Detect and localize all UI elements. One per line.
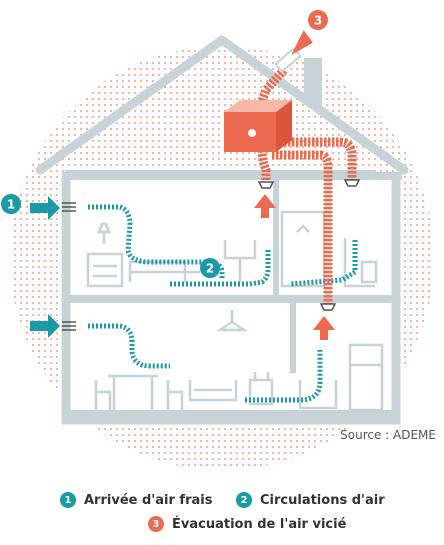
house-roof — [35, 35, 409, 175]
extraction-duct-lower — [272, 150, 333, 305]
legend-item-exhaust: 3 Évacuation de l'air vicié — [148, 516, 346, 532]
lower-floor-furniture — [94, 310, 384, 412]
legend-badge-2: 2 — [236, 492, 252, 508]
extraction-duct-right — [272, 137, 357, 180]
extraction-vents — [257, 179, 361, 311]
legend-item-air-circulation: 2 Circulations d'air — [236, 492, 385, 508]
fresh-air-arrow-lower — [30, 314, 60, 338]
badge-1-label: 1 — [7, 198, 15, 212]
badge-1-circle — [1, 194, 21, 214]
legend-badge-3: 3 — [148, 516, 164, 532]
legend-label-exhaust: Évacuation de l'air vicié — [172, 516, 347, 532]
middle-floor-slab — [64, 295, 400, 303]
badge-2-circle — [200, 258, 220, 278]
badge-2-label: 2 — [206, 262, 214, 276]
legend-label-air-circulation: Circulations d'air — [260, 492, 385, 508]
vmc-house-diagram: 3 1 2 — [1, 10, 434, 470]
legend-label-fresh-air: Arrivée d'air frais — [84, 492, 213, 508]
air-circulation-path-lower-right — [245, 350, 323, 403]
fresh-air-arrow-upper — [30, 196, 60, 220]
extraction-duct-left — [257, 149, 271, 182]
inner-wall-upper — [273, 180, 279, 295]
air-circulation-path-lower — [88, 323, 170, 369]
inner-wall-lower — [290, 303, 296, 373]
exhaust-duct-roof — [253, 66, 288, 114]
extraction-arrow-lower — [313, 316, 335, 340]
air-circulation-path-upper — [88, 204, 271, 287]
roof-exhaust-cap — [274, 47, 302, 73]
inlet-vent-lower — [62, 321, 76, 331]
air-circulation-path-upper-right — [289, 240, 358, 287]
legend-item-fresh-air: 1 Arrivée d'air frais — [60, 492, 212, 508]
exhaust-arrow-roof — [291, 30, 313, 56]
ground-floor-slab — [64, 410, 400, 422]
badge-3-label: 3 — [314, 14, 322, 28]
house-chimney — [304, 58, 322, 105]
legend-badge-1: 1 — [60, 492, 76, 508]
source-credit: Source : ADEME — [340, 428, 436, 442]
inlet-vent-upper — [62, 202, 76, 212]
attic-floor — [62, 172, 402, 180]
badge-3-circle — [308, 10, 328, 30]
ventilation-unit-top — [224, 100, 292, 112]
upper-floor-furniture — [86, 210, 378, 288]
extraction-arrow-upper — [254, 194, 276, 218]
ventilation-unit-fan — [248, 129, 256, 137]
ventilation-unit-side — [276, 100, 292, 152]
